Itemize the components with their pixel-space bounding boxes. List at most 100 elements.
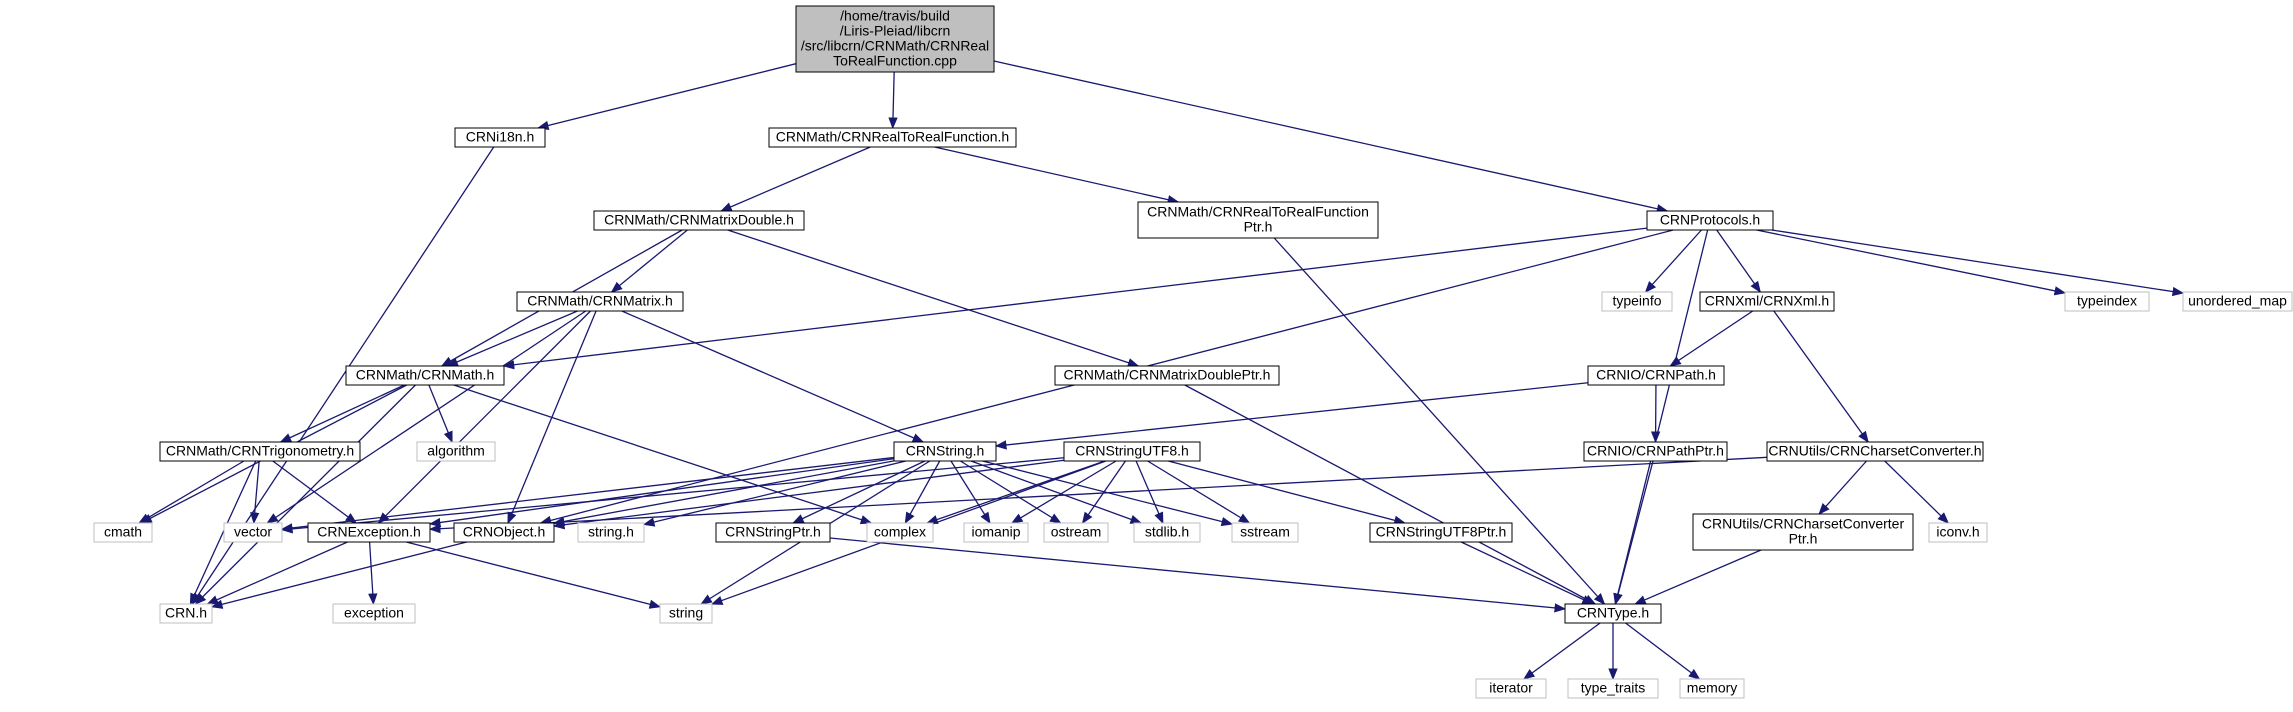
- edge-protocols-to-xml: [1716, 229, 1761, 293]
- node-label: CRNMath/CRNRealToRealFunction.h: [776, 129, 1009, 145]
- node-crntype[interactable]: CRNType.h: [1564, 603, 1662, 624]
- edge-trig-to-vector: [250, 460, 260, 525]
- edge-realtorealptr-to-crntype: [1273, 237, 1606, 605]
- node-label: CRNMath/CRNRealToRealFunction: [1147, 204, 1369, 220]
- node-realtoreal[interactable]: CRNMath/CRNRealToRealFunction.h: [768, 127, 1017, 148]
- node-protocols[interactable]: CRNProtocols.h: [1646, 210, 1774, 231]
- node-label: CRNStringPtr.h: [725, 524, 821, 540]
- node-matrix[interactable]: CRNMath/CRNMatrix.h: [516, 291, 684, 312]
- node-box: [1928, 522, 1988, 543]
- node-string_h_crn[interactable]: CRNString.h: [893, 441, 997, 462]
- edge-exception_h-to-crn_h: [206, 541, 348, 605]
- edge-crnmath-to-algorithm: [428, 384, 453, 444]
- node-object[interactable]: CRNObject.h: [453, 522, 555, 543]
- node-box: [1043, 522, 1109, 543]
- edge-matrix-to-crnmath: [446, 310, 578, 367]
- node-label: Ptr.h: [1789, 531, 1818, 547]
- node-matrixdouble[interactable]: CRNMath/CRNMatrixDouble.h: [593, 210, 805, 231]
- edge-string_h_crn-to-stdlib: [970, 460, 1143, 524]
- node-label: iomanip: [971, 524, 1020, 540]
- node-label: complex: [874, 524, 926, 540]
- node-path[interactable]: CRNIO/CRNPath.h: [1587, 365, 1725, 386]
- node-box: [93, 522, 153, 543]
- node-main[interactable]: /home/travis/build/Liris-Pleiad/libcrn/s…: [795, 5, 995, 73]
- node-crni18n[interactable]: CRNi18n.h: [454, 127, 546, 148]
- node-box: [159, 603, 213, 624]
- node-label: unordered_map: [2188, 293, 2287, 309]
- node-label: iconv.h: [1936, 524, 1979, 540]
- node-box: [516, 291, 684, 312]
- edge-stringutf8-to-sstream: [1147, 460, 1251, 524]
- node-box: [1766, 441, 1984, 462]
- node-box: [893, 441, 997, 462]
- node-type_traits: type_traits: [1567, 678, 1659, 699]
- node-box: [1601, 291, 1673, 312]
- edge-trig-to-exception_h: [272, 460, 358, 524]
- node-crnmath[interactable]: CRNMath/CRNMath.h: [345, 365, 505, 386]
- node-matrixdoubleptr[interactable]: CRNMath/CRNMatrixDoublePtr.h: [1054, 365, 1280, 386]
- node-box: [593, 210, 805, 231]
- node-box: [1564, 603, 1662, 624]
- node-label: cmath: [104, 524, 142, 540]
- node-box: [577, 522, 645, 543]
- node-exception_h[interactable]: CRNException.h: [307, 522, 431, 543]
- node-box: [1646, 210, 1774, 231]
- node-charset[interactable]: CRNUtils/CRNCharsetConverter.h: [1766, 441, 1984, 462]
- node-string_h: string.h: [577, 522, 645, 543]
- node-iconv: iconv.h: [1928, 522, 1988, 543]
- node-cmath: cmath: [93, 522, 153, 543]
- node-stringutf8[interactable]: CRNStringUTF8.h: [1063, 441, 1201, 462]
- node-stringptr[interactable]: CRNStringPtr.h: [715, 522, 831, 543]
- node-xml[interactable]: CRNXml/CRNXml.h: [1699, 291, 1835, 312]
- node-label: memory: [1687, 680, 1738, 696]
- node-box: [1679, 678, 1745, 699]
- node-label: CRNProtocols.h: [1660, 212, 1760, 228]
- node-label: CRNException.h: [317, 524, 421, 540]
- node-box: [1054, 365, 1280, 386]
- edge-crntype-to-iterator: [1522, 622, 1601, 680]
- node-algorithm: algorithm: [416, 441, 496, 462]
- node-typeinfo: typeinfo: [1601, 291, 1673, 312]
- edge-realtoreal-to-realtorealptr: [934, 146, 1180, 205]
- node-box: [332, 603, 416, 624]
- node-box: [1475, 678, 1547, 699]
- edge-stringutf8-to-vector: [280, 457, 1065, 534]
- node-label: CRNIO/CRNPathPtr.h: [1587, 443, 1724, 459]
- node-pathptr[interactable]: CRNIO/CRNPathPtr.h: [1583, 441, 1728, 462]
- node-box: [1369, 522, 1513, 543]
- edge-exception_h-to-exception: [368, 541, 378, 606]
- edge-string_h_crn-to-stringptr: [792, 460, 926, 524]
- node-iomanip: iomanip: [963, 522, 1029, 543]
- node-label: /home/travis/build: [840, 8, 950, 24]
- node-label: Ptr.h: [1244, 219, 1273, 235]
- edge-exception_h-to-string: [406, 541, 662, 609]
- node-label: CRNUtils/CRNCharsetConverter: [1702, 516, 1905, 532]
- edge-crnmath-to-trig: [279, 384, 405, 443]
- node-label: typeindex: [2077, 293, 2137, 309]
- node-stringutf8ptr[interactable]: CRNStringUTF8Ptr.h: [1369, 522, 1513, 543]
- node-label: CRNi18n.h: [466, 129, 534, 145]
- node-label: CRNStringUTF8.h: [1075, 443, 1189, 459]
- edge-stringptr-to-crntype: [829, 537, 1567, 613]
- node-label: CRNMath/CRNMatrix.h: [527, 293, 672, 309]
- node-box: [1699, 291, 1835, 312]
- node-label: CRNMath/CRNMath.h: [356, 367, 494, 383]
- node-box: [2064, 291, 2150, 312]
- edge-charset-to-exception_h: [428, 456, 1768, 534]
- edge-stringutf8-to-stringutf8ptr: [1168, 460, 1406, 525]
- node-box: [1231, 522, 1299, 543]
- node-trig[interactable]: CRNMath/CRNTrigonometry.h: [159, 441, 361, 462]
- node-label: ToRealFunction.cpp: [833, 53, 957, 69]
- node-label: CRNString.h: [906, 443, 985, 459]
- edge-protocols-to-typeinfo: [1644, 229, 1702, 293]
- nodes-layer: /home/travis/build/Liris-Pleiad/libcrn/s…: [93, 5, 2293, 699]
- node-label: /Liris-Pleiad/libcrn: [840, 23, 950, 39]
- node-label: CRNUtils/CRNCharsetConverter.h: [1768, 443, 1981, 459]
- edge-matrix-to-exception_h: [377, 310, 591, 524]
- node-box: [715, 522, 831, 543]
- node-label: vector: [234, 524, 272, 540]
- edge-crnmath-to-crn_h: [194, 384, 416, 605]
